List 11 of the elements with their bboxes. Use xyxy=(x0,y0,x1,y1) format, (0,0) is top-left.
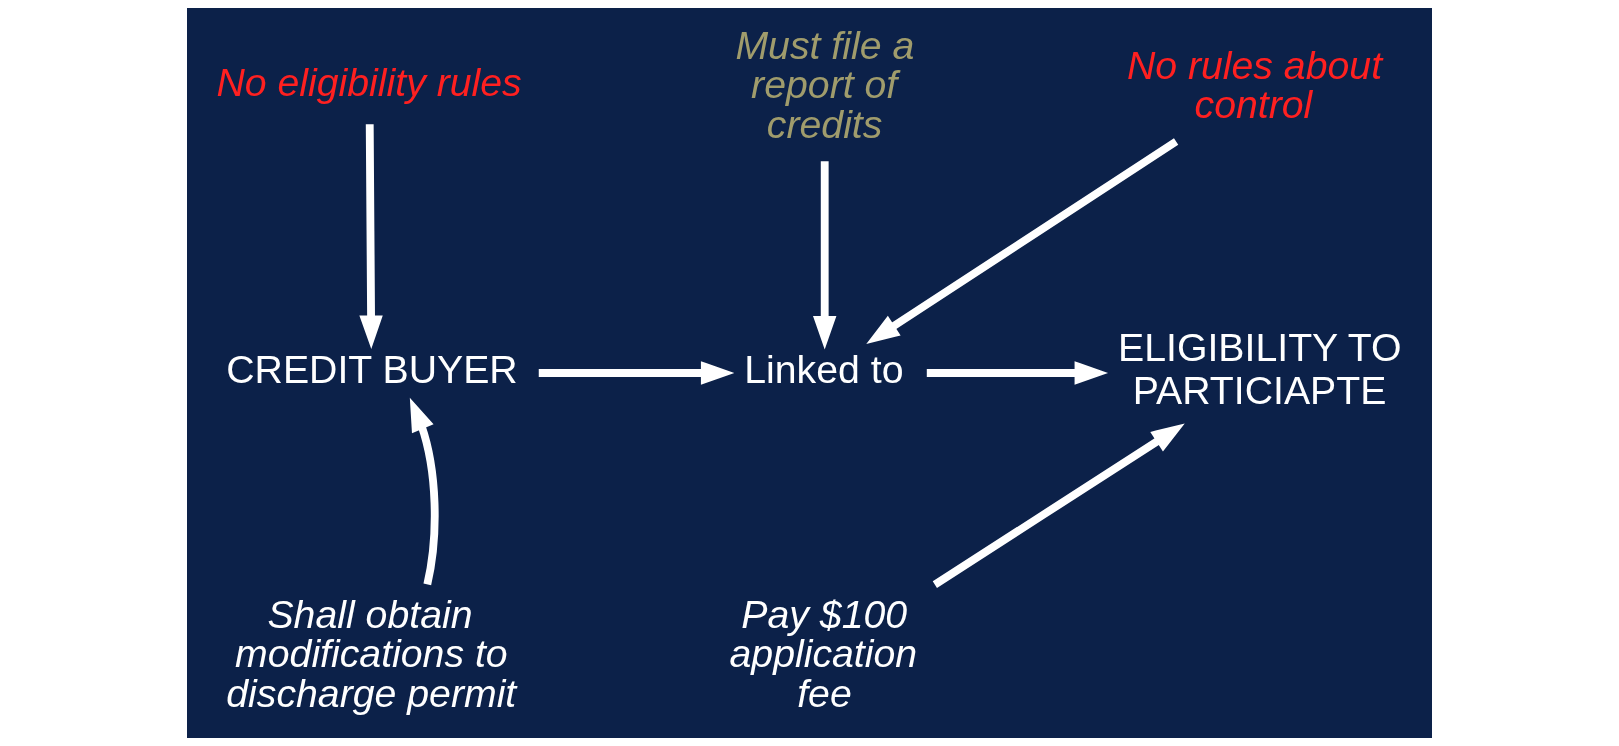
arrow xyxy=(409,397,439,586)
node-text: CREDIT BUYER xyxy=(226,346,518,391)
node-text: ELIGIBILITY TO PARTICIAPTE xyxy=(1118,325,1402,413)
arrow xyxy=(866,138,1179,344)
node-text: No eligibility rules xyxy=(216,60,522,105)
node-text: No rules about control xyxy=(1126,42,1383,126)
node-text: Pay $100 application fee xyxy=(729,592,918,715)
node-text: Linked to xyxy=(744,346,904,391)
node-text: Must file a report of credits xyxy=(735,23,915,146)
arrow xyxy=(932,423,1185,588)
node-text: Shall obtain modifications to discharge permit xyxy=(226,592,517,715)
